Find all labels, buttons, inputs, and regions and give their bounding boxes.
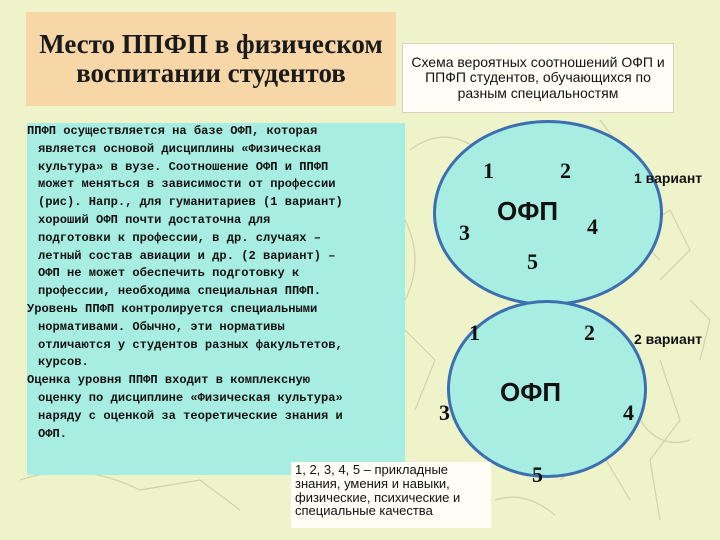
body-line: Уровень ППФП контролируется специальными bbox=[27, 301, 318, 316]
scheme-caption: Схема вероятных соотношений ОФП и ППФП с… bbox=[411, 53, 665, 101]
variant1-number-1: 1 bbox=[483, 158, 494, 183]
body-line: наряду с оценкой за теоретические знания… bbox=[38, 408, 343, 423]
body-line: хороший ОФП почти достаточна для bbox=[38, 212, 271, 227]
variant2-number-4: 4 bbox=[623, 400, 634, 425]
body-line: может меняться в зависимости от професси… bbox=[38, 177, 336, 192]
body-line: летный состав авиации и др. (2 вариант) … bbox=[38, 248, 336, 263]
variant1-ofp-label: ОФП bbox=[497, 196, 559, 226]
body-line: (рис). Напр., для гуманитариев (1 вариан… bbox=[38, 195, 343, 210]
body-line: ОФП. bbox=[38, 426, 68, 441]
title-box: Место ППФП в физическом воспитании студе… bbox=[26, 12, 396, 106]
variant2-circle bbox=[447, 300, 647, 478]
body-line: нормативами. Обычно, эти нормативы bbox=[38, 319, 285, 334]
body-line: оценку по дисциплине «Физическая культур… bbox=[38, 390, 343, 405]
body-line: Оценка уровня ППФП входит в комплексную bbox=[27, 373, 311, 388]
variant2-number-3: 3 bbox=[439, 400, 450, 425]
body-line: ОФП не может обеспечить подготовку к bbox=[38, 266, 300, 281]
variant1-number-5: 5 bbox=[527, 249, 538, 274]
variant1-label: 1 вариант bbox=[634, 170, 703, 186]
body-line: ППФП осуществляется на базе ОФП, которая bbox=[27, 124, 318, 138]
body-line: культура» в вузе. Соотношение ОФП и ППФП bbox=[38, 159, 329, 174]
variant1-number-4: 4 bbox=[587, 214, 598, 239]
variant2-number-1: 1 bbox=[469, 320, 480, 345]
legend-text: 1, 2, 3, 4, 5 – прикладные знания, умени… bbox=[295, 462, 461, 519]
body-line: подготовки к профессии, в др. случаях – bbox=[38, 230, 322, 245]
body-panel: ППФП осуществляется на базе ОФП, которая… bbox=[27, 123, 405, 475]
body-line: отличаются у студентов разных факультето… bbox=[38, 337, 343, 352]
body-line: курсов. bbox=[38, 355, 89, 370]
body-line: является основой дисциплины «Физическая bbox=[38, 141, 322, 156]
legend-box: 1, 2, 3, 4, 5 – прикладные знания, умени… bbox=[291, 462, 491, 528]
body-line: профессии, необходима специальная ППФП. bbox=[38, 284, 322, 299]
variant1-number-2: 2 bbox=[560, 158, 571, 183]
variant2-number-2: 2 bbox=[584, 320, 595, 345]
scheme-caption-box: Схема вероятных соотношений ОФП и ППФП с… bbox=[402, 43, 674, 113]
body-text: ППФП осуществляется на базе ОФП, которая… bbox=[27, 123, 403, 443]
variant2-ofp-label: ОФП bbox=[500, 377, 562, 407]
variant1-number-3: 3 bbox=[459, 220, 470, 245]
page-title: Место ППФП в физическом воспитании студе… bbox=[39, 28, 383, 88]
variant2-label: 2 вариант bbox=[634, 331, 703, 347]
variant2-number-5: 5 bbox=[532, 462, 543, 487]
variant1-circle bbox=[433, 120, 663, 306]
